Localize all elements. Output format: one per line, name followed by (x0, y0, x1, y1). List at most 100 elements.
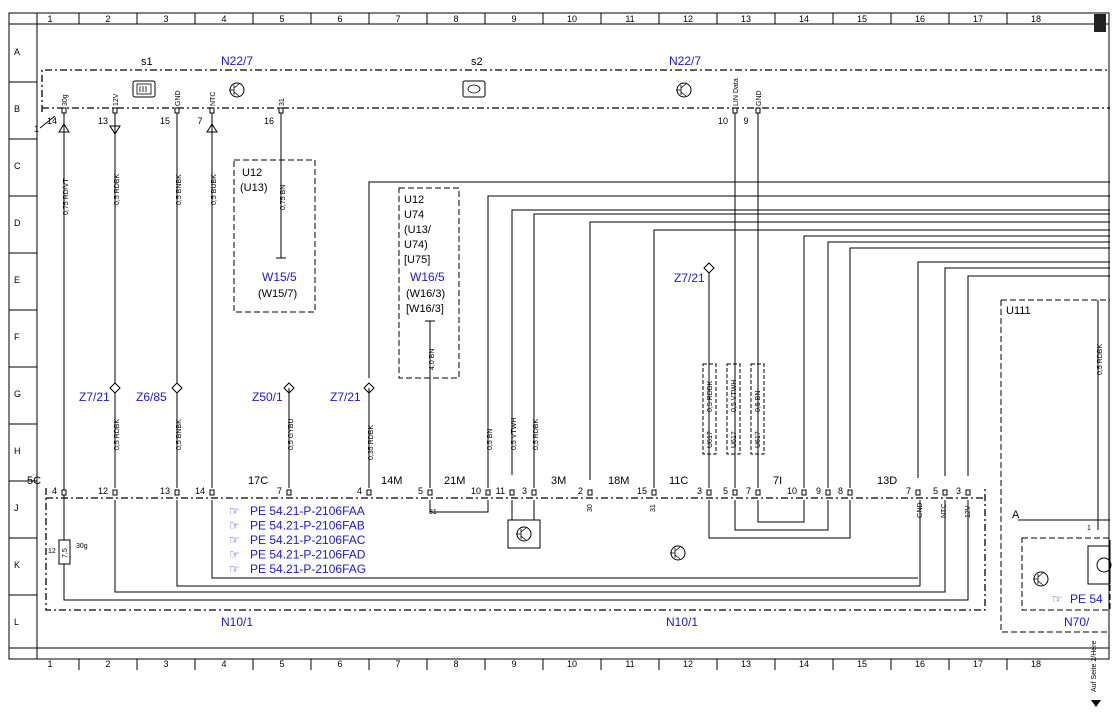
pe-ref-0[interactable]: PE 54.21-P-2106FAA (250, 504, 365, 518)
bottom-pin-7: 7 (906, 486, 911, 496)
wire-rdbk035: 0,35 RDBK (368, 425, 375, 460)
bottom-pin-mark (755, 489, 761, 496)
ground-box-2-line-7: (W16/3) (406, 288, 445, 300)
connector-3m: 3M (551, 475, 566, 487)
bottom-pin-14: 14 (195, 486, 205, 496)
grid-col-top-16: 16 (915, 14, 925, 24)
grid-col-top-10: 10 (567, 14, 577, 24)
top-signal: 31 (279, 98, 286, 106)
ground-box-1 (233, 159, 316, 313)
splice-z50-1: Z50/1 (252, 390, 283, 404)
grid-row-J: J (14, 503, 19, 513)
grid-col-bottom-16: 16 (915, 659, 925, 669)
wire-bnbk-b: 0,5 BNBK (176, 419, 183, 450)
bottom-pin-10: 10 (787, 486, 797, 496)
pe-ref-2[interactable]: PE 54.21-P-2106FAC (250, 533, 366, 547)
bottom-pin-3: 3 (956, 486, 961, 496)
signal-30: 30 (587, 504, 594, 512)
ground-box-2-line-2: U74 (404, 209, 424, 221)
grid-col-bottom-6: 6 (337, 659, 342, 669)
bottom-pin-5: 5 (418, 486, 423, 496)
ground-box-1-line-2: (U13) (240, 182, 268, 194)
grid-col-top-9: 9 (511, 14, 516, 24)
top-signal: GND (175, 90, 182, 106)
u617-label-3: U617 (755, 431, 762, 448)
bottom-pin-mark (286, 489, 292, 496)
top-signal: GND (756, 90, 763, 106)
bottom-pin-mark (732, 489, 738, 496)
splice-z7-21-b: Z7/21 (330, 390, 361, 404)
page-note-arrow-icon (1091, 700, 1101, 707)
grid-col-bottom-12: 12 (683, 659, 693, 669)
top-signal: LIN Data (733, 78, 740, 106)
heater-switch-icon (462, 80, 486, 98)
top-pin-9: 9 (743, 116, 748, 126)
pe-ref-icon: ☞ (229, 504, 240, 518)
grid-row-A: A (14, 47, 20, 57)
fuse-value: 7,5 (62, 548, 69, 558)
transistor-icon-right (676, 82, 692, 98)
grid-col-bottom-17: 17 (973, 659, 983, 669)
splice-z6-85: Z6/85 (136, 390, 167, 404)
top-pin-mark (209, 107, 215, 114)
bottom-pin-mark (801, 489, 807, 496)
connector-5c: 5C (27, 475, 41, 487)
grid-col-top-4: 4 (221, 14, 226, 24)
top-signal: NTC (210, 92, 217, 106)
n10-1-box (45, 488, 986, 611)
ground-box-2 (398, 187, 460, 379)
bottom-pin-11: 11 (496, 486, 505, 496)
fuse-label: 30g (76, 543, 88, 550)
transistor-icon-bottom-2 (670, 545, 686, 561)
pe-ref-4[interactable]: PE 54.21-P-2106FAG (250, 562, 366, 576)
pe-ref-1[interactable]: PE 54.21-P-2106FAB (250, 519, 365, 533)
s1-label: s1 (141, 56, 153, 68)
grid-col-top-1: 1 (47, 14, 52, 24)
ground-box-1-line-4: (W15/7) (258, 288, 297, 300)
splice-diamond (703, 262, 715, 274)
grid-col-bottom-1: 1 (47, 659, 52, 669)
top-pin-10: 10 (718, 116, 728, 126)
bottom-pin-mark (61, 489, 67, 496)
ground-box-2-line-3: (U13/ (404, 224, 432, 236)
grid-col-top-5: 5 (279, 14, 284, 24)
left-wires (58, 113, 282, 540)
bottom-pin-5: 5 (723, 486, 728, 496)
connector-1-leader (39, 115, 56, 129)
fuse-box (58, 539, 71, 565)
wire-gybu: 0,5 GYBU (288, 418, 295, 450)
pe-ref-3[interactable]: PE 54.21-P-2106FAD (250, 548, 366, 562)
connector-17c: 17C (248, 475, 268, 487)
grid-col-bottom-7: 7 (395, 659, 400, 669)
pe-references: ☞PE 54.21-P-2106FAA☞PE 54.21-P-2106FAB☞P… (229, 504, 366, 576)
grid-row-K: K (14, 560, 20, 570)
transistor-icon-left (229, 82, 245, 98)
pe-ref-icon: ☞ (229, 548, 240, 562)
wire-rdvt: 0,75 RD/VT (63, 178, 70, 215)
blower-motor-box (1087, 545, 1111, 585)
bottom-pin-mark (825, 489, 831, 496)
grid-col-top-2: 2 (105, 14, 110, 24)
bottom-pin-mark (915, 489, 921, 496)
grid-row-D: D (14, 218, 21, 228)
wire-rdbk-right: 0,5 RDBK (1097, 344, 1104, 375)
bottom-pin-mark (366, 489, 372, 496)
u617-label-1: U617 (707, 431, 714, 448)
n70-pin: 1 (1087, 525, 1091, 532)
grid-col-bottom-15: 15 (857, 659, 867, 669)
bottom-pin-mark (587, 489, 593, 496)
transistor-icon-bottom-1 (516, 526, 532, 542)
grid-col-top-7: 7 (395, 14, 400, 24)
wire-bn40: 4,0 BN (429, 349, 436, 370)
ground-box-2-line-1: U12 (404, 194, 424, 206)
lin-wires (708, 113, 759, 488)
bottom-pin-8: 8 (838, 486, 843, 496)
ground-box-2-line-8: [W16/3] (406, 303, 444, 315)
grid-col-bottom-18: 18 (1031, 659, 1041, 669)
top-pin-14: 14 (47, 116, 57, 126)
grid-col-bottom-14: 14 (799, 659, 809, 669)
top-box-border (41, 69, 1110, 112)
